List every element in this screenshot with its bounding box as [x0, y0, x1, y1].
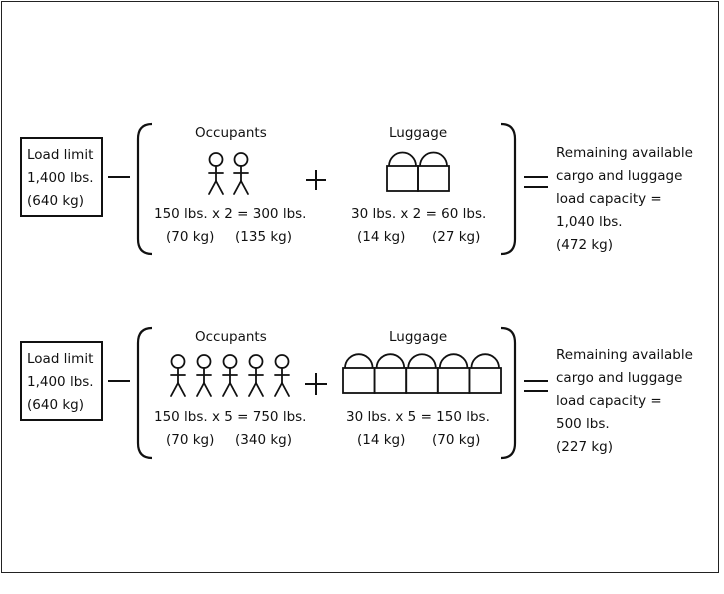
load-limit-kg: (640 kg)	[27, 397, 84, 413]
plus-sign	[306, 170, 326, 190]
remaining-kg: (227 kg)	[556, 439, 613, 455]
right-bracket	[500, 326, 517, 460]
load-limit-box: Load limit 1,400 lbs. (640 kg)	[20, 341, 103, 421]
suitcase-icon	[417, 151, 450, 192]
suitcase-icon	[405, 353, 439, 394]
load-limit-lbs: 1,400 lbs.	[27, 374, 94, 390]
scenario-two-occupants: Load limit 1,400 lbs. (640 kg) Occupants…	[0, 121, 724, 281]
luggage-bags	[386, 151, 450, 192]
suitcase-icon	[386, 151, 419, 192]
stick-figure-icon	[233, 152, 249, 195]
luggage-label: Luggage	[389, 125, 448, 141]
load-limit-label: Load limit	[27, 351, 94, 367]
suitcase-icon	[342, 353, 376, 394]
plus-sign	[305, 373, 327, 395]
stick-figure-icon	[196, 354, 212, 397]
occupants-label: Occupants	[195, 329, 267, 345]
occupants-kg-total: (340 kg)	[235, 432, 292, 448]
luggage-kg-each: (14 kg)	[357, 432, 406, 448]
occupants-calc: 150 lbs. x 5 = 750 lbs.	[154, 409, 307, 425]
luggage-kg-each: (14 kg)	[357, 229, 406, 245]
operators-and-brackets	[108, 122, 548, 256]
load-limit-label: Load limit	[27, 147, 94, 163]
left-bracket	[136, 326, 153, 460]
luggage-kg-total: (27 kg)	[432, 229, 481, 245]
luggage-label: Luggage	[389, 329, 448, 345]
load-limit-lbs: 1,400 lbs.	[27, 170, 94, 186]
occupant-figures	[170, 354, 290, 397]
stick-figure-icon	[248, 354, 264, 397]
right-bracket	[500, 122, 517, 256]
remaining-line-2: cargo and luggage	[556, 168, 683, 184]
remaining-kg: (472 kg)	[556, 237, 613, 253]
load-limit-box: Load limit 1,400 lbs. (640 kg)	[20, 137, 103, 217]
occupants-label: Occupants	[195, 125, 267, 141]
remaining-lbs: 500 lbs.	[556, 416, 610, 432]
equals-sign	[524, 176, 548, 188]
operators-and-brackets	[108, 326, 548, 460]
occupants-kg-each: (70 kg)	[166, 432, 215, 448]
diagram-frame	[1, 1, 719, 573]
remaining-line-2: cargo and luggage	[556, 370, 683, 386]
scenario-five-occupants: Load limit 1,400 lbs. (640 kg) Occupants…	[0, 325, 724, 485]
equals-sign	[524, 380, 548, 392]
stick-figure-icon	[222, 354, 238, 397]
remaining-line-1: Remaining available	[556, 347, 693, 363]
occupants-kg-total: (135 kg)	[235, 229, 292, 245]
remaining-line-3: load capacity =	[556, 191, 662, 207]
left-bracket	[136, 122, 153, 256]
occupants-calc: 150 lbs. x 2 = 300 lbs.	[154, 206, 307, 222]
remaining-line-1: Remaining available	[556, 145, 693, 161]
luggage-kg-total: (70 kg)	[432, 432, 481, 448]
suitcase-icon	[373, 353, 408, 394]
occupants-kg-each: (70 kg)	[166, 229, 215, 245]
load-limit-kg: (640 kg)	[27, 193, 84, 209]
luggage-calc: 30 lbs. x 5 = 150 lbs.	[346, 409, 490, 425]
luggage-calc: 30 lbs. x 2 = 60 lbs.	[351, 206, 487, 222]
stick-figure-icon	[274, 354, 290, 397]
suitcase-icon	[468, 353, 502, 394]
stick-figure-icon	[170, 354, 186, 397]
stick-figure-icon	[208, 152, 224, 195]
remaining-line-3: load capacity =	[556, 393, 662, 409]
occupant-figures	[208, 152, 249, 195]
luggage-bags	[342, 353, 502, 394]
suitcase-icon	[436, 353, 471, 394]
remaining-lbs: 1,040 lbs.	[556, 214, 623, 230]
